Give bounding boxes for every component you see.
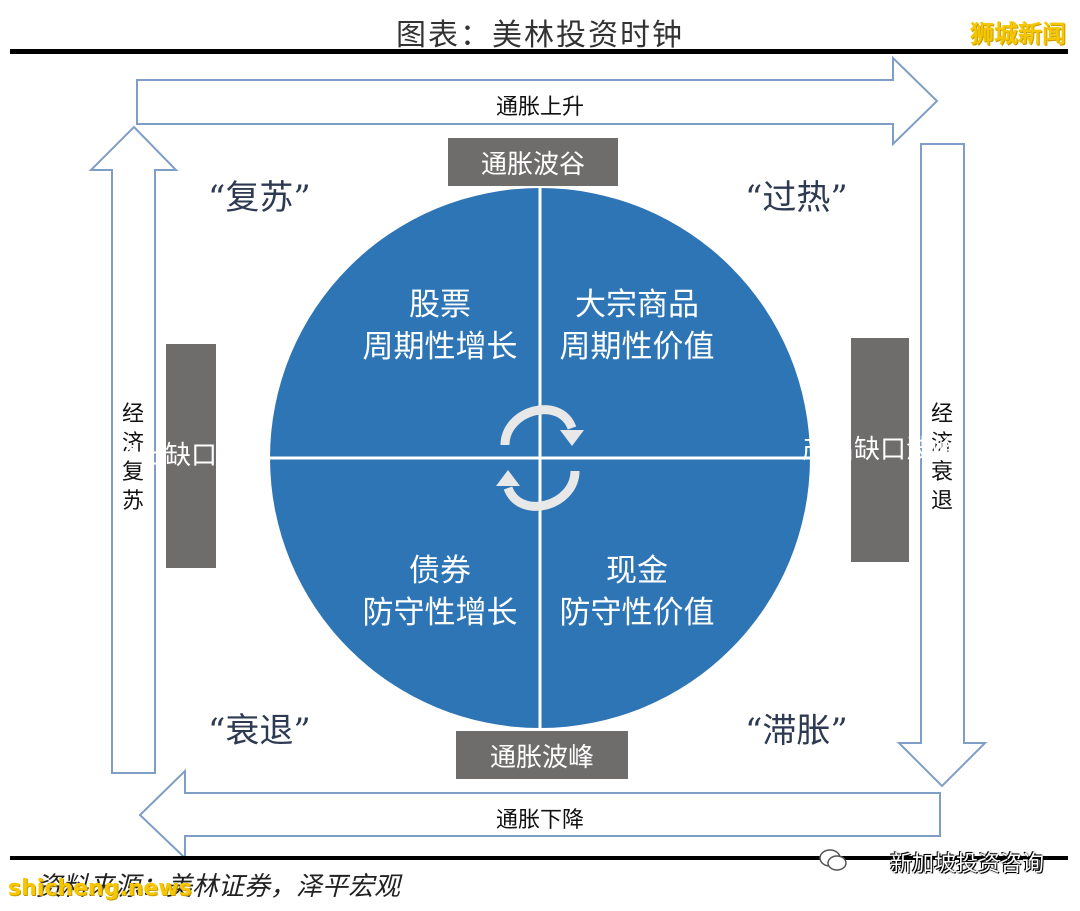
box-output-gap-peak: 产出缺口波峰 xyxy=(802,338,958,562)
wechat-icon xyxy=(819,849,847,871)
watermark-logo-top: 狮城新闻 xyxy=(970,20,1066,48)
arrow-right-label: 经济衰退 xyxy=(930,402,953,514)
quadrant-stocks: 股票 周期性增长 xyxy=(330,284,550,368)
source-note: 资料来源：美林证券，泽平宏观 xyxy=(36,872,401,902)
arrow-bottom-label: 通胀下降 xyxy=(495,808,584,833)
box-inflation-peak: 通胀波峰 xyxy=(456,731,628,779)
quadrant-bonds-title: 债券 xyxy=(409,553,471,589)
quadrant-cash: 现金 防守性价值 xyxy=(527,550,747,634)
arrow-inflation-falling xyxy=(138,768,941,861)
bottom-rule xyxy=(10,856,1068,860)
quadrant-stocks-title: 股票 xyxy=(409,287,471,323)
quadrant-commodities-title: 大宗商品 xyxy=(575,287,699,323)
quadrant-commodities: 大宗商品 周期性价值 xyxy=(527,284,747,368)
arrow-economy-recovery xyxy=(88,125,179,774)
quadrant-cash-subtitle: 防守性价值 xyxy=(559,595,715,631)
phase-stagflation: “滞胀” xyxy=(745,711,848,751)
arrow-top-label: 通胀上升 xyxy=(495,95,584,120)
phase-recovery: “复苏” xyxy=(208,178,311,218)
quadrant-stocks-subtitle: 周期性增长 xyxy=(362,329,518,365)
arrow-inflation-rising xyxy=(136,55,939,147)
chart-title: 图表：美林投资时钟 xyxy=(396,18,684,53)
watermark-site: shicheng.news xyxy=(8,876,192,901)
account-name: 新加坡投资咨询 xyxy=(889,852,1044,877)
phase-overheat: “过热” xyxy=(745,178,848,218)
quadrant-cash-title: 现金 xyxy=(606,553,668,589)
arrow-left-label: 经济复苏 xyxy=(121,402,144,514)
quadrant-bonds: 债券 防守性增长 xyxy=(330,550,550,634)
phase-recession: “衰退” xyxy=(208,711,311,751)
box-inflation-trough: 通胀波谷 xyxy=(448,138,618,186)
arrow-economy-recession xyxy=(896,143,988,788)
cycle-arrows-icon xyxy=(496,405,584,511)
top-rule xyxy=(10,49,1068,54)
quadrant-commodities-subtitle: 周期性价值 xyxy=(559,329,715,365)
box-output-gap-trough: 产出缺口波谷 xyxy=(113,344,269,568)
quadrant-bonds-subtitle: 防守性增长 xyxy=(362,595,518,631)
